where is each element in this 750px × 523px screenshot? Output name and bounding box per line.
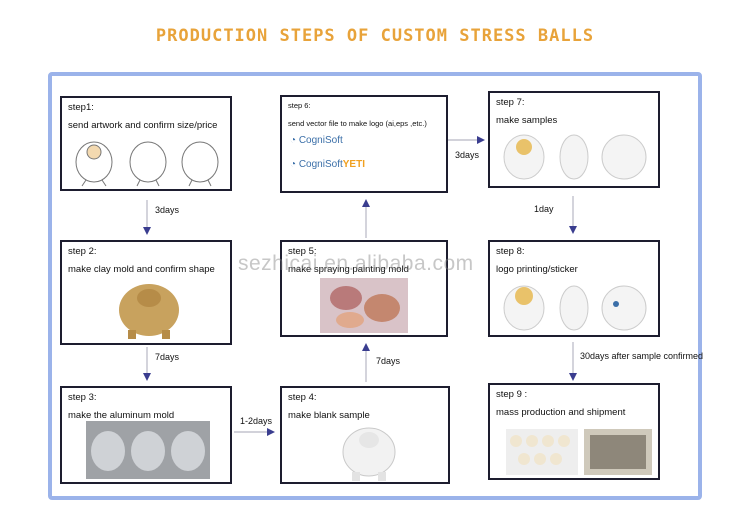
page-title: PRODUCTION STEPS OF CUSTOM STRESS BALLS [155, 26, 595, 46]
step-6-box: step 6: send vector file to make logo (a… [280, 95, 448, 193]
step-6-description: send vector file to make logo (ai,eps ,e… [288, 119, 427, 128]
cognisoft-swirl-icon: ◔ [290, 159, 299, 170]
arrow-label-s8-s9: 30days after sample confirmed [580, 351, 704, 361]
step-8-box: step 8: logo printing/sticker [488, 240, 660, 337]
step-8-description: logo printing/sticker [496, 264, 578, 275]
cognisoft-yeti-logo: ◔ CogniSoftYETI [290, 159, 365, 170]
step-3-heading: step 3: [68, 392, 97, 403]
step-6-heading: step 6: [288, 101, 311, 110]
arrow-label-s1-s2: 3days [155, 205, 180, 215]
arrow-label-s2-s3: 7days [155, 352, 180, 362]
step-2-box: step 2: make clay mold and confirm shape [60, 240, 232, 345]
aluminum-mold-image [86, 421, 210, 479]
logo-tag-text: YETI [342, 159, 365, 170]
step-5-description: make spraying painting mold [288, 264, 409, 275]
step-5-heading: step 5: [288, 246, 317, 257]
step-3-description: make the aluminum mold [68, 410, 175, 421]
samples-image [503, 134, 647, 180]
step-8-heading: step 8: [496, 246, 525, 257]
step-7-description: make samples [496, 115, 558, 126]
watermark-text: sezhicai.en.alibaba.com [238, 252, 474, 275]
arrow-label-s3-s4: 1-2days [240, 416, 273, 426]
logo-brand-text-2: CogniSoft [298, 159, 343, 170]
step-1-description: send artwork and confirm size/price [68, 120, 218, 131]
cognisoft-logo: ◔ CogniSoft [290, 135, 343, 146]
printed-samples-image [503, 285, 647, 331]
blank-sample-image [342, 427, 396, 481]
cognisoft-swirl-icon: ◔ [290, 135, 299, 146]
step-4-box: step 4: make blank sample [280, 386, 450, 484]
step-9-description: mass production and shipment [496, 407, 626, 418]
step-2-description: make clay mold and confirm shape [68, 264, 215, 275]
mass-production-image [506, 429, 652, 475]
artwork-sketch-image [75, 141, 219, 187]
clay-mold-image [119, 284, 179, 339]
arrow-label-s7-s8: 1day [534, 204, 554, 214]
step-7-heading: step 7: [496, 97, 525, 108]
step-5-box: step 5: make spraying painting mold [280, 240, 448, 337]
step-2-heading: step 2: [68, 246, 97, 257]
step-3-box: step 3: make the aluminum mold [60, 386, 232, 484]
step-4-heading: step 4: [288, 392, 317, 403]
step-7-box: step 7: make samples [488, 91, 660, 188]
step-1-heading: step1: [68, 102, 94, 113]
step-9-heading: step 9 : [496, 389, 528, 400]
step-4-description: make blank sample [288, 410, 370, 421]
logo-brand-text: CogniSoft [298, 135, 343, 146]
step-9-box: step 9 : mass production and shipment [488, 383, 660, 480]
spray-mold-image [320, 278, 408, 333]
arrow-label-s4-s5: 7days [376, 356, 401, 366]
step-1-box: step1: send artwork and confirm size/pri… [60, 96, 232, 191]
arrow-label-s6-s7: 3days [455, 150, 480, 160]
